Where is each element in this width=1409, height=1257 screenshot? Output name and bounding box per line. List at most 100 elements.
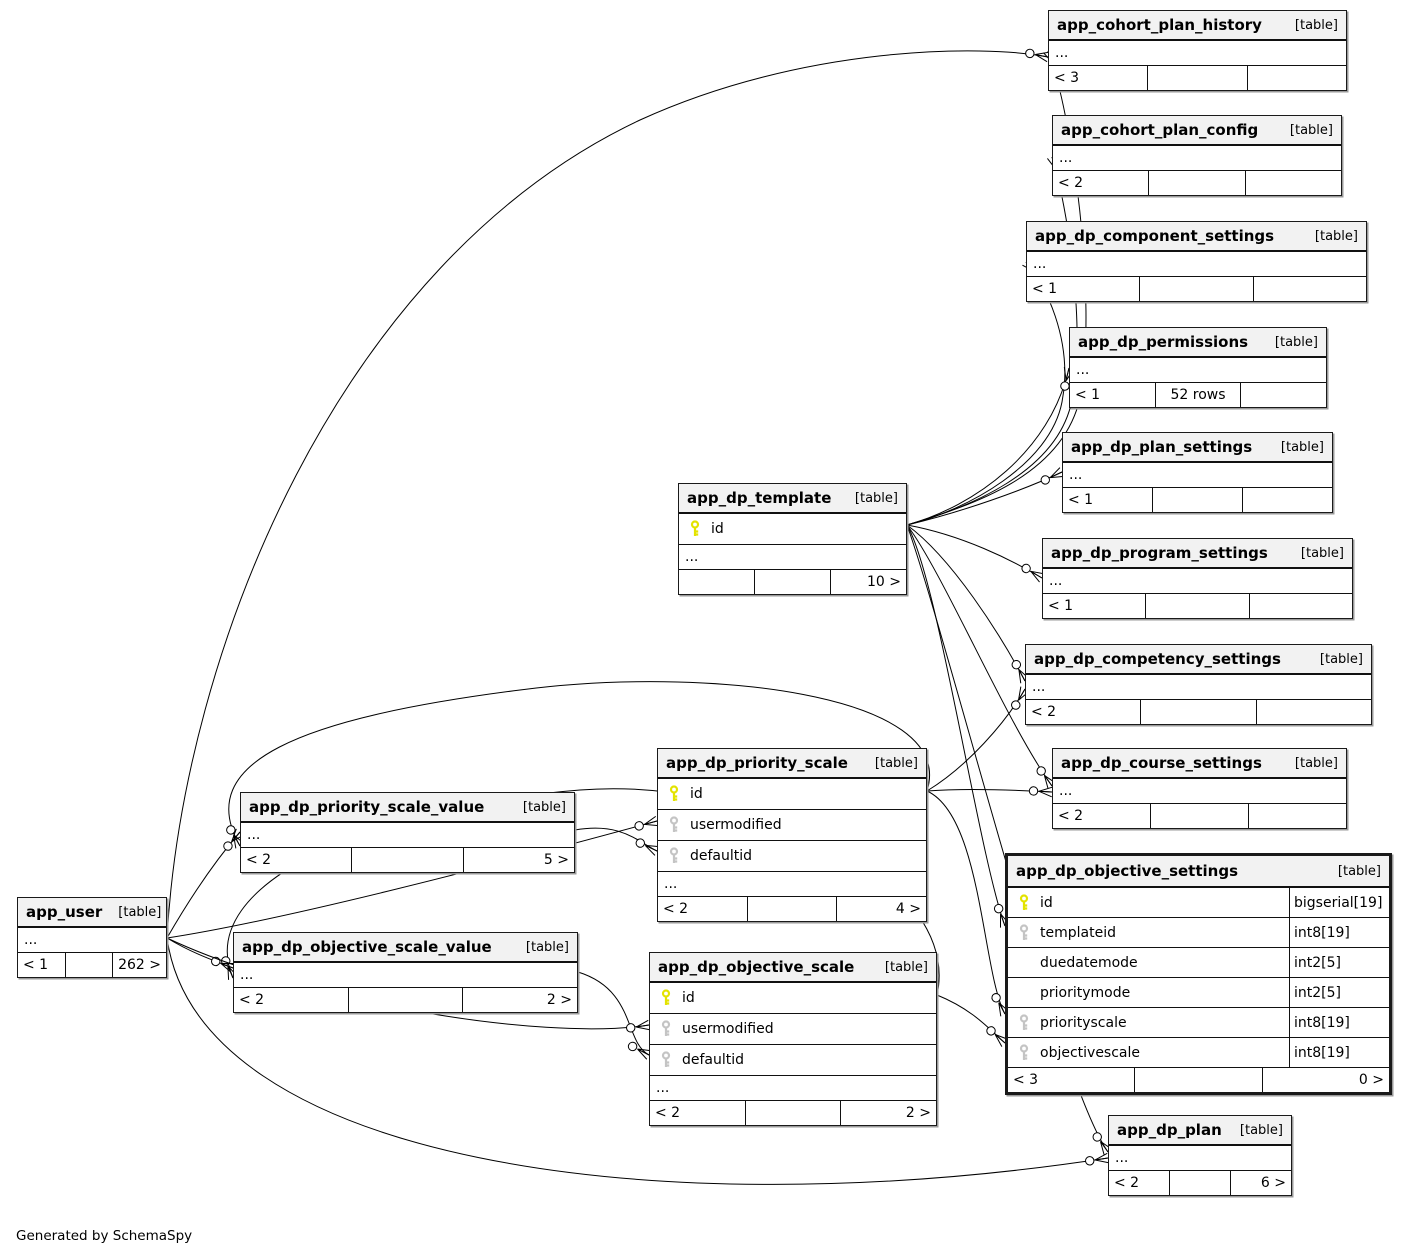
table-header: app_cohort_plan_config [table] xyxy=(1053,116,1341,146)
rows-count xyxy=(1169,1171,1230,1195)
table-name[interactable]: app_dp_permissions xyxy=(1078,333,1249,351)
table-name[interactable]: app_dp_course_settings xyxy=(1061,754,1262,772)
foreign-key-icon xyxy=(1019,923,1029,940)
rows-count xyxy=(1147,66,1246,90)
table-footer: < 1 xyxy=(1043,594,1352,618)
children-count: 4 > xyxy=(836,897,926,921)
table-name[interactable]: app_dp_program_settings xyxy=(1051,544,1268,562)
table-name[interactable]: app_dp_competency_settings xyxy=(1034,650,1281,668)
table-name[interactable]: app_cohort_plan_config xyxy=(1061,121,1259,139)
parents-count: < 2 xyxy=(1058,808,1084,824)
column-name: templateid xyxy=(1040,924,1116,941)
column-name: id xyxy=(682,990,695,1006)
parents-count: < 2 xyxy=(1114,1175,1140,1191)
children-count: 10 > xyxy=(830,570,906,594)
table-name[interactable]: app_dp_priority_scale xyxy=(666,754,848,772)
parents-count: < 1 xyxy=(1075,387,1101,403)
foreign-key-icon xyxy=(669,847,679,863)
parents-count: < 2 xyxy=(1058,175,1084,191)
table-header: app_dp_competency_settings[table] xyxy=(1026,645,1371,675)
table-tag: [table] xyxy=(1294,755,1338,771)
table-footer: < 2 xyxy=(1053,171,1341,195)
table-header: app_dp_objective_scale_value[table] xyxy=(234,933,577,963)
table-tag: [table] xyxy=(522,799,566,815)
children-count: 0 > xyxy=(1261,1068,1389,1092)
hidden-columns-ellipsis: ... xyxy=(1109,1146,1291,1171)
edge-template-course-settings xyxy=(906,524,1057,789)
parents-count xyxy=(679,570,754,594)
column-name: usermodified xyxy=(682,1021,774,1037)
edge-user-priority-scale-usermodified xyxy=(166,815,659,939)
edge-priority-scale-value-defaultid xyxy=(574,827,660,856)
hidden-columns-ellipsis: ... xyxy=(1049,41,1346,66)
foreign-key-icon xyxy=(669,816,679,832)
table-tag: [table] xyxy=(1289,122,1333,138)
edge-objective-scale-value-defaultid xyxy=(577,971,652,1060)
primary-key-icon xyxy=(661,989,671,1005)
foreign-key-icon xyxy=(661,1020,671,1036)
table-header: app_dp_permissions[table] xyxy=(1070,328,1326,358)
children-count xyxy=(1240,383,1326,407)
children-count xyxy=(1244,171,1341,195)
table-footer: < 1 xyxy=(1027,277,1366,301)
table-header: app_dp_priority_scale_value [table] xyxy=(241,793,574,823)
rows-count xyxy=(744,1101,841,1125)
table-name[interactable]: app_dp_objective_scale_value xyxy=(242,938,492,956)
table-footer: < 2 xyxy=(1053,804,1346,828)
column-type: int8[19] xyxy=(1289,1038,1389,1067)
table-app_dp_program_settings: app_dp_program_settings[table]...< 1 xyxy=(1042,538,1353,619)
table-app_dp_component_settings: app_dp_component_settings[table]...< 1 xyxy=(1026,221,1367,302)
table-name[interactable]: app_dp_component_settings xyxy=(1035,227,1275,245)
table-name[interactable]: app_dp_priority_scale_value xyxy=(249,798,485,816)
hidden-columns-ellipsis: ... xyxy=(1070,358,1326,383)
column-row-usermodified: usermodified xyxy=(650,1014,936,1045)
edge-objective-scale-objective-settings xyxy=(936,994,1009,1047)
edge-priority-scale-course-settings xyxy=(926,786,1053,798)
table-name[interactable]: app_dp_objective_scale xyxy=(658,958,855,976)
table-header: app_dp_objective_settings[table] xyxy=(1008,856,1389,888)
hidden-columns-ellipsis: ... xyxy=(1026,675,1371,700)
table-name[interactable]: app_dp_objective_settings xyxy=(1016,862,1239,880)
parents-count: < 1 xyxy=(1048,598,1074,614)
table-header: app_dp_template[table] xyxy=(679,484,906,514)
children-count: 262 > xyxy=(112,953,166,977)
rows-count: 52 rows xyxy=(1154,383,1241,407)
edge-template-plan xyxy=(906,524,1113,1155)
column-type: int2[5] xyxy=(1289,978,1389,1007)
rows-count xyxy=(1145,594,1248,618)
table-name[interactable]: app_dp_plan_settings xyxy=(1071,438,1253,456)
children-count xyxy=(1246,66,1346,90)
hidden-columns-ellipsis: ... xyxy=(18,928,166,953)
parents-count: < 1 xyxy=(1032,281,1058,297)
rows-count xyxy=(351,848,462,872)
column-name: defaultid xyxy=(682,1052,745,1068)
column-name: duedatemode xyxy=(1040,954,1138,971)
table-name[interactable]: app_user xyxy=(26,903,103,921)
edge-template-program-settings xyxy=(906,524,1045,583)
table-name[interactable]: app_cohort_plan_history xyxy=(1057,16,1262,34)
edge-user-cohort-plan-history xyxy=(166,48,1050,939)
edge-template-cohort-plan-config xyxy=(906,155,1078,526)
table-name[interactable]: app_dp_plan xyxy=(1117,1121,1222,1139)
rows-count xyxy=(347,988,463,1012)
rows-count xyxy=(1150,804,1248,828)
column-row-defaultid: defaultid xyxy=(650,1045,936,1076)
table-header: app_dp_priority_scale[table] xyxy=(658,749,926,779)
table-tag: [table] xyxy=(884,959,928,975)
edge-priority-scale-priority-scale-value xyxy=(226,681,930,849)
key-icon-cell xyxy=(650,1051,682,1069)
parents-count: < 2 xyxy=(655,1105,681,1121)
table-name[interactable]: app_dp_template xyxy=(687,489,832,507)
column-type: int8[19] xyxy=(1289,1008,1389,1037)
column-name: usermodified xyxy=(690,817,782,833)
children-count xyxy=(1248,804,1346,828)
key-icon-cell xyxy=(658,816,690,834)
parents-count: < 2 xyxy=(239,992,265,1008)
